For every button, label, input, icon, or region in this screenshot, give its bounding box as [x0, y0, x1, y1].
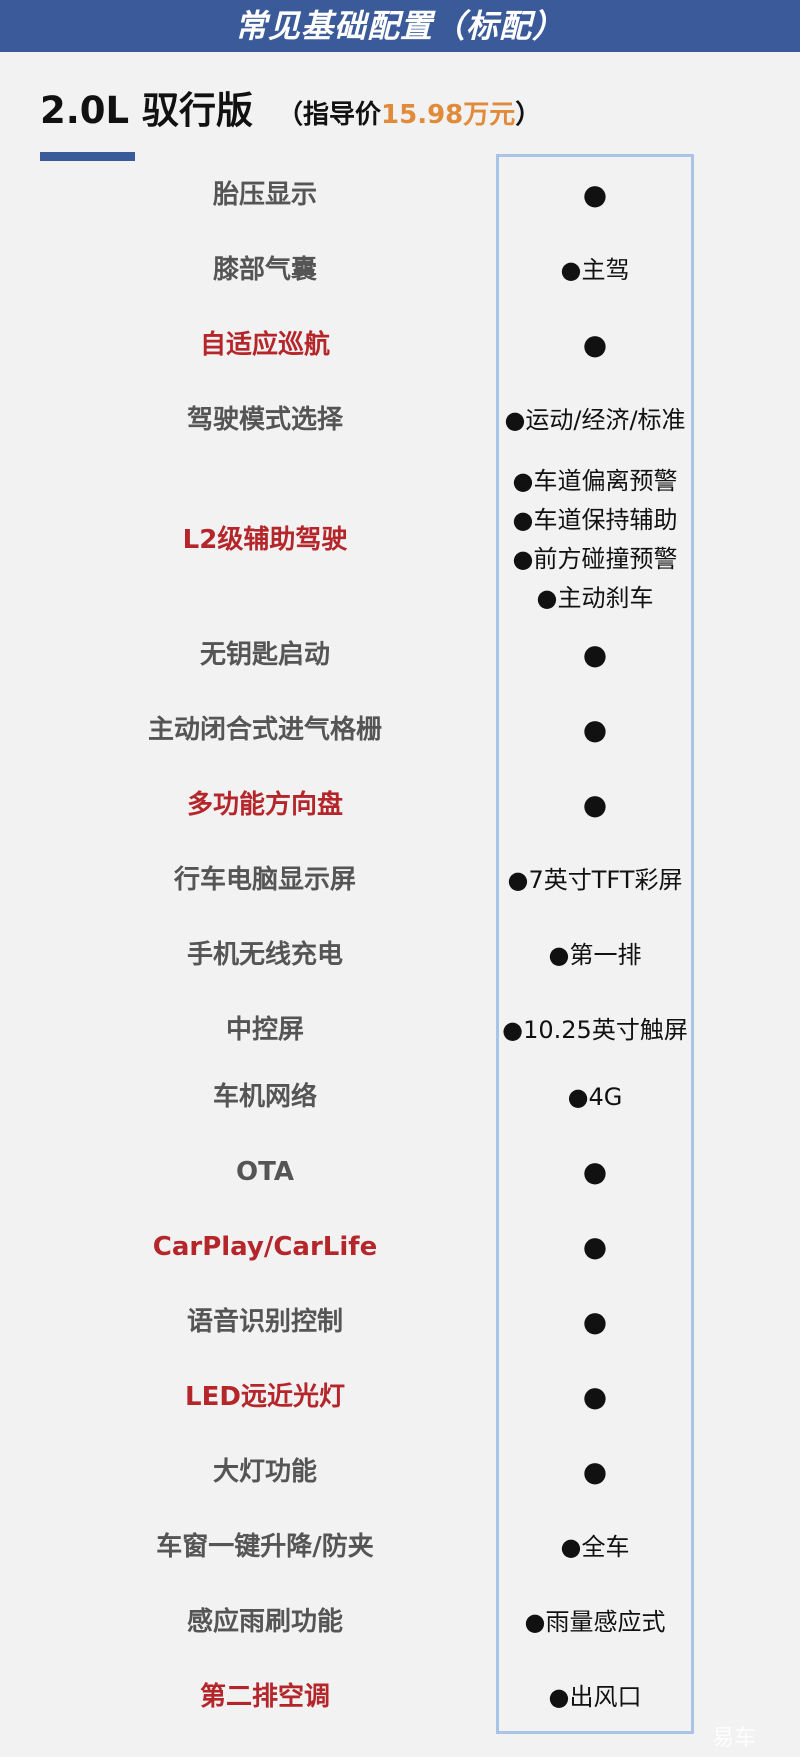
- price-value: 15.98万元: [381, 100, 516, 130]
- watermark-logo: 易车: [712, 1726, 757, 1751]
- value-column-frame: [496, 154, 694, 1734]
- feature-label: 行车电脑显示屏: [173, 865, 356, 895]
- standard-dot-icon: ●: [582, 1155, 608, 1188]
- standard-dot-icon: ●: [582, 178, 608, 211]
- feature-value: ●全车: [560, 1533, 630, 1561]
- feature-label: 车机网络: [212, 1082, 317, 1112]
- feature-value: ●出风口: [548, 1683, 642, 1711]
- feature-label: 手机无线充电: [186, 940, 343, 970]
- feature-label: 中控屏: [225, 1015, 304, 1045]
- feature-value-line: ●车道保持辅助: [512, 506, 678, 534]
- feature-value-line: ●前方碰撞预警: [512, 545, 678, 573]
- feature-label: 第二排空调: [199, 1682, 330, 1712]
- feature-value: ●4G: [567, 1083, 623, 1111]
- banner-title: 常见基础配置（标配）: [0, 0, 800, 52]
- feature-value-line: ●车道偏离预警: [512, 467, 678, 495]
- standard-dot-icon: ●: [582, 328, 608, 361]
- standard-dot-icon: ●: [582, 638, 608, 671]
- standard-dot-icon: ●: [582, 1455, 608, 1488]
- feature-label: CarPlay/CarLife: [152, 1232, 378, 1262]
- feature-label: 感应雨刷功能: [186, 1607, 343, 1637]
- heading-underline: [40, 152, 135, 161]
- feature-value: ●7英寸TFT彩屏: [507, 866, 683, 894]
- feature-label: 多功能方向盘: [186, 790, 343, 820]
- feature-label: 驾驶模式选择: [186, 405, 343, 435]
- price-prefix: （指导价: [277, 100, 382, 130]
- feature-value: ●运动/经济/标准: [504, 406, 686, 434]
- standard-dot-icon: ●: [582, 1305, 608, 1338]
- feature-value: ●主驾: [560, 256, 630, 284]
- standard-dot-icon: ●: [582, 788, 608, 821]
- feature-label: 大灯功能: [212, 1457, 317, 1487]
- price-suffix: ）: [515, 100, 542, 130]
- standard-dot-icon: ●: [582, 1380, 608, 1413]
- feature-label: L2级辅助驾驶: [182, 525, 348, 555]
- price-text: （指导价15.98万元）: [277, 94, 541, 131]
- feature-label: 无钥匙启动: [199, 640, 330, 670]
- standard-dot-icon: ●: [582, 1230, 608, 1263]
- standard-dot-icon: ●: [582, 713, 608, 746]
- trim-heading: 2.0L 驭行版 （指导价15.98万元）: [40, 80, 541, 140]
- feature-value: ●10.25英寸触屏: [502, 1016, 688, 1044]
- feature-label: LED远近光灯: [185, 1382, 345, 1412]
- feature-label: 车窗一键升降/防夹: [156, 1532, 374, 1562]
- model-name: 2.0L 驭行版: [40, 89, 254, 132]
- feature-label: 主动闭合式进气格栅: [147, 715, 382, 745]
- feature-value: ●第一排: [548, 941, 642, 969]
- feature-label: 胎压显示: [212, 180, 317, 210]
- feature-value-line: ●主动刹车: [536, 584, 654, 612]
- feature-label: OTA: [236, 1157, 294, 1187]
- feature-label: 自适应巡航: [199, 330, 330, 360]
- feature-label: 膝部气囊: [212, 255, 317, 285]
- feature-value: ●雨量感应式: [524, 1608, 666, 1636]
- feature-label: 语音识别控制: [186, 1307, 343, 1337]
